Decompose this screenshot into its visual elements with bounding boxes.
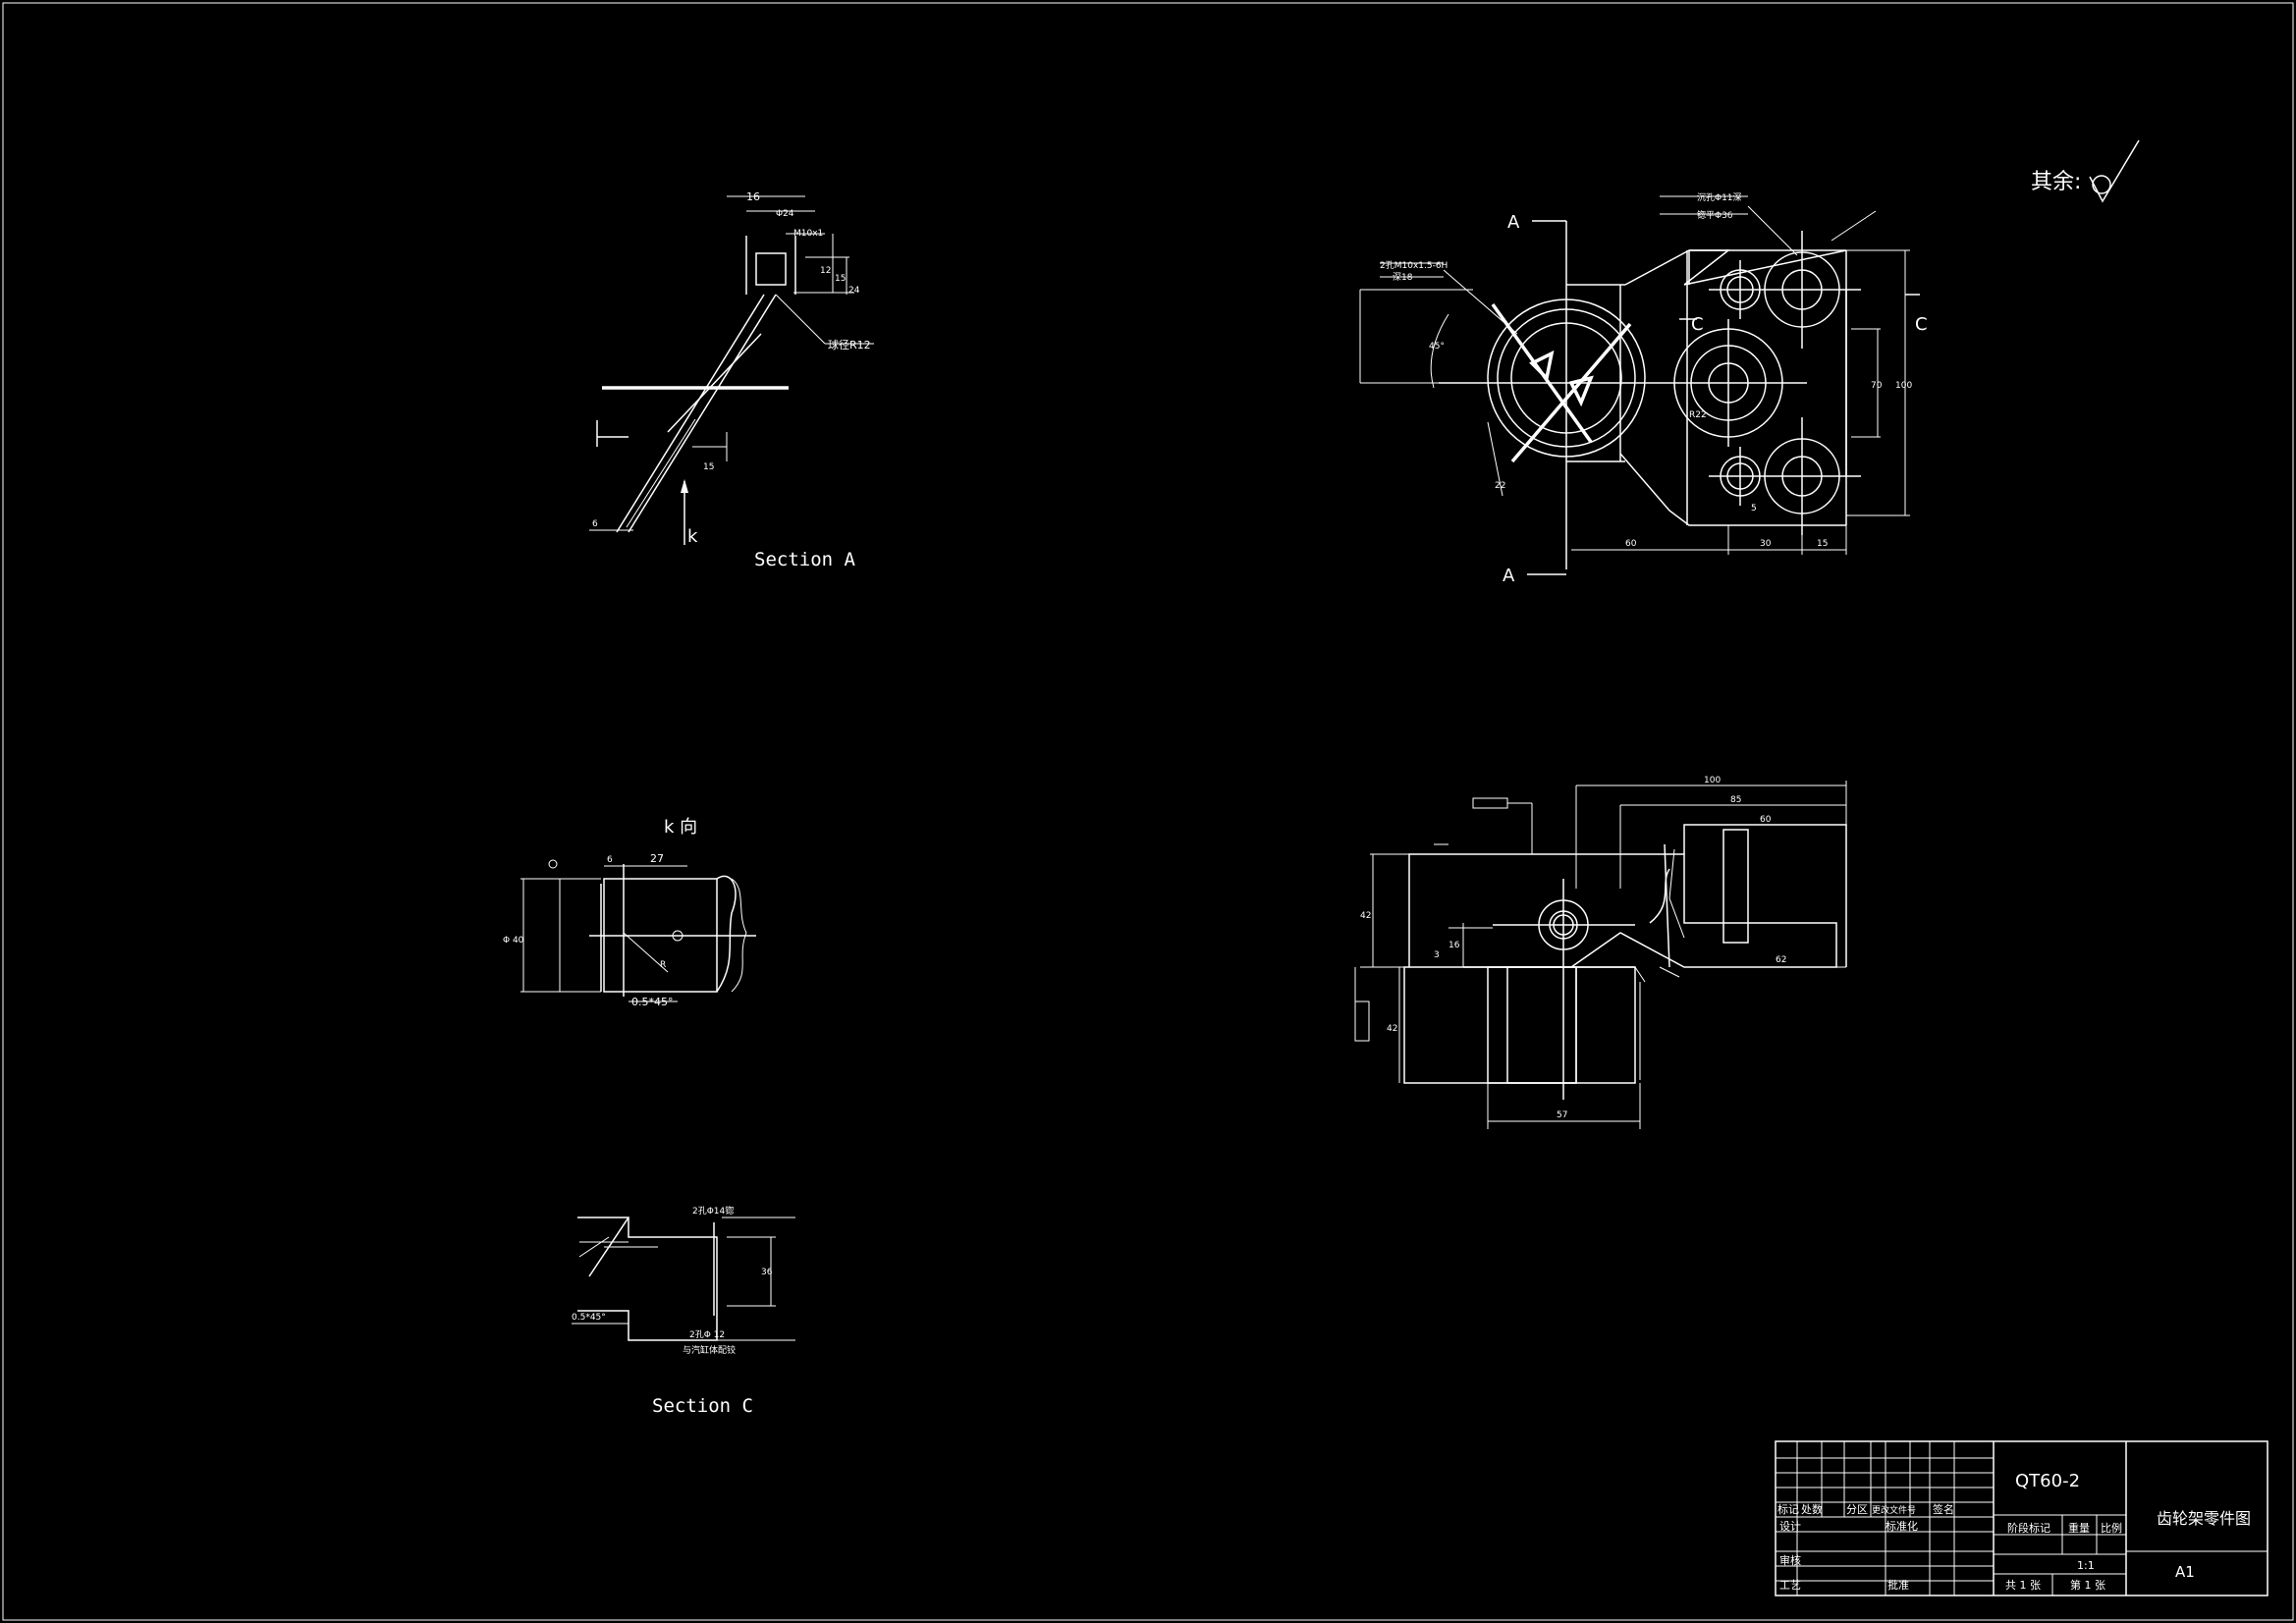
dim-k-r: R <box>660 960 666 970</box>
dim-c-holes12: 2孔Φ 12 <box>689 1329 725 1340</box>
front-view: 100 85 60 62 42 42 3 16 57 <box>1354 776 1847 1129</box>
dim-top-30: 30 <box>1760 539 1772 549</box>
k-view-caption: k 向 <box>664 817 697 838</box>
tb-scale-label: 比例 <box>2101 1521 2122 1535</box>
dim-a-m10: M10x1 <box>793 229 823 239</box>
dim-front-62: 62 <box>1776 955 1786 965</box>
section-a-caption: Section A <box>754 549 856 570</box>
dim-top-100: 100 <box>1895 381 1912 391</box>
note-top-counterbore: 沉孔Φ11深 <box>1697 192 1742 203</box>
tb-header-zone: 分区 <box>1846 1503 1868 1516</box>
dim-k-6: 6 <box>607 855 613 865</box>
dim-c-chamfer: 0.5*45° <box>572 1313 606 1323</box>
tb-header-change: 更改文件号 <box>1872 1504 1916 1516</box>
section-mark-c-right: C <box>1915 314 1928 335</box>
tb-scale: 1:1 <box>2077 1559 2095 1572</box>
dim-a-16: 16 <box>746 190 760 203</box>
dim-top-45deg: 45° <box>1429 342 1445 352</box>
tb-header-sign: 签名 <box>1933 1502 1954 1516</box>
dim-c-holes14: 2孔Φ14锪 <box>692 1205 734 1217</box>
dim-top-22: 22 <box>1495 481 1505 491</box>
surface-roughness-note: 其余: <box>2031 139 2140 203</box>
tb-drawing-name: 齿轮架零件图 <box>2157 1509 2251 1528</box>
view-direction-k: k <box>687 526 698 547</box>
section-mark-c-left: C <box>1691 314 1704 335</box>
dim-k-27: 27 <box>650 852 664 865</box>
tb-header-mark: 标记 <box>1777 1502 1799 1516</box>
tb-weight-label: 重量 <box>2068 1521 2090 1535</box>
dim-top-5: 5 <box>1751 504 1757 514</box>
dim-a-12: 12 <box>820 266 831 276</box>
tb-sheet-no: 第 1 张 <box>2070 1578 2105 1592</box>
dim-c-36: 36 <box>761 1268 773 1277</box>
dim-a-15: 15 <box>835 274 846 284</box>
title-block: 标记 处数 分区 更改文件号 签名 设计 标准化 审核 工艺 批准 QT60-2… <box>1775 1440 2269 1596</box>
section-c-view: 2孔Φ14锪 36 2孔Φ 12 与汽缸体配铰 0.5*45° Section … <box>572 1205 795 1417</box>
section-c-caption: Section C <box>652 1395 753 1417</box>
dim-top-60: 60 <box>1625 539 1637 549</box>
tb-sheet-size: A1 <box>2175 1563 2195 1581</box>
datum-icon <box>548 859 558 869</box>
dim-k-chamfer: 0.5*45° <box>631 996 674 1008</box>
surface-note-text: 其余: <box>2031 170 2081 194</box>
dim-front-60: 60 <box>1760 815 1772 825</box>
k-view: k 向 Φ 40 6 27 R 0.5*45° <box>503 817 756 1008</box>
tb-row-design: 设计 <box>1779 1520 1801 1533</box>
tb-row-review: 审核 <box>1779 1553 1801 1567</box>
dim-front-85: 85 <box>1730 795 1741 805</box>
dim-front-57: 57 <box>1557 1110 1567 1120</box>
dim-front-42b: 42 <box>1387 1024 1397 1034</box>
dim-top-15: 15 <box>1817 539 1828 549</box>
note-top-thread: 2孔M10x1.5-6H <box>1380 260 1448 271</box>
note-top-spotface: 锪平Φ36 <box>1697 209 1733 221</box>
dim-a-phi24: Φ24 <box>776 209 794 219</box>
tb-sheets: 共 1 张 <box>2005 1579 2041 1592</box>
dim-front-100: 100 <box>1704 776 1721 785</box>
tb-row-process: 工艺 <box>1779 1579 1801 1592</box>
dim-c-ream: 与汽缸体配铰 <box>683 1344 736 1356</box>
roughness-symbol-icon <box>2092 175 2111 194</box>
note-top-depth: 深18 <box>1393 272 1413 283</box>
dim-top-70: 70 <box>1871 381 1883 391</box>
dim-a-24: 24 <box>848 286 860 296</box>
dim-a-15b: 15 <box>703 462 714 472</box>
dim-a-6: 6 <box>592 519 598 529</box>
tb-stage-label: 阶段标记 <box>2007 1521 2050 1535</box>
dim-a-ball: 球径R12 <box>828 338 871 352</box>
section-mark-a-bottom: A <box>1503 566 1515 586</box>
tb-material: QT60-2 <box>2015 1471 2080 1491</box>
tb-row-approve: 批准 <box>1887 1578 1909 1592</box>
dim-top-r22: R22 <box>1689 410 1707 420</box>
dim-front-16: 16 <box>1449 941 1460 950</box>
tb-row-standard: 标准化 <box>1886 1519 1918 1533</box>
top-view: A A 45° 22 R22 <box>1359 192 1928 586</box>
section-mark-a-top: A <box>1507 212 1520 233</box>
section-a-view: 16 Φ24 M10x1 12 15 24 球径R12 15 k 6 Secti… <box>589 190 874 570</box>
dim-front-3: 3 <box>1434 950 1440 960</box>
tb-header-count: 处数 <box>1801 1503 1823 1516</box>
dim-k-phi40: Φ 40 <box>503 936 524 946</box>
dim-front-42a: 42 <box>1360 911 1371 921</box>
